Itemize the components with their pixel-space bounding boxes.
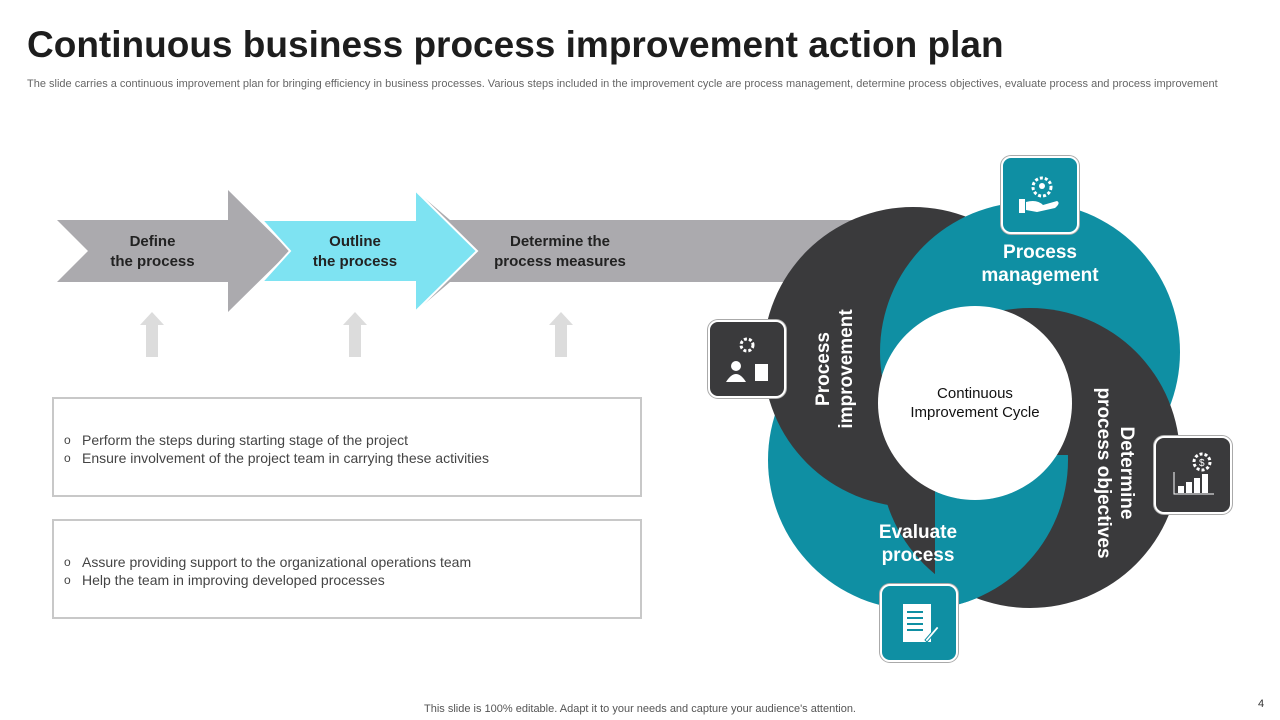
center-circle xyxy=(878,306,1072,500)
step-1-arrow xyxy=(57,190,290,312)
subtitle: The slide carries a continuous improveme… xyxy=(27,78,1218,90)
checklist-icon xyxy=(880,584,958,662)
up-arrow-icon xyxy=(549,312,573,357)
svg-text:$: $ xyxy=(1199,458,1205,469)
bullet: Help the team in improving developed pro… xyxy=(64,571,640,589)
bullet: Assure providing support to the organiza… xyxy=(64,553,640,571)
team-process-icon xyxy=(708,320,786,398)
info-box-1: Perform the steps during starting stage … xyxy=(52,397,642,497)
up-arrows xyxy=(140,312,573,357)
bullet: Perform the steps during starting stage … xyxy=(64,431,640,449)
up-arrow-icon xyxy=(140,312,164,357)
bullet: Ensure involvement of the project team i… xyxy=(64,449,640,467)
step-2-arrow xyxy=(259,187,479,315)
info-box-2: Assure providing support to the organiza… xyxy=(52,519,642,619)
page-title: Continuous business process improvement … xyxy=(27,24,1004,65)
page-number: 4 xyxy=(1258,698,1265,710)
up-arrow-icon xyxy=(343,312,367,357)
footer-note: This slide is 100% editable. Adapt it to… xyxy=(424,703,856,715)
hand-gear-icon xyxy=(1001,156,1079,234)
chart-dollar-gear-icon: $ xyxy=(1154,436,1232,514)
